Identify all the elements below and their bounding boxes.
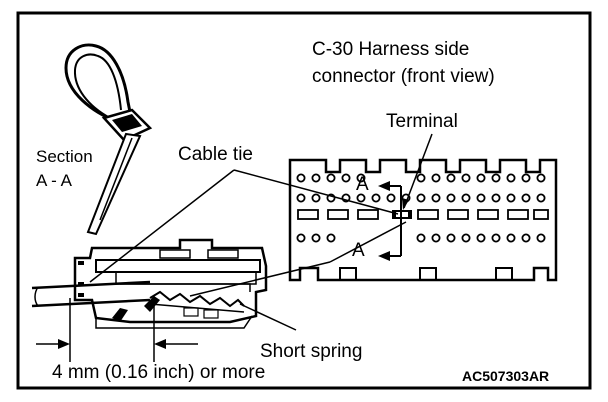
dimension-label: 4 mm (0.16 inch) or more xyxy=(52,362,265,383)
connector-title-line-2: connector (front view) xyxy=(312,66,495,87)
connector-front-view xyxy=(288,158,558,282)
section-label-line-2: A - A xyxy=(36,171,73,190)
short-spring-label: Short spring xyxy=(260,341,362,362)
cable-tie-label: Cable tie xyxy=(178,144,253,165)
figure-code: AC507303AR xyxy=(462,368,549,384)
section-mark-top: A xyxy=(356,174,369,195)
section-mark-bottom: A xyxy=(352,240,365,261)
connector-title-line-1: C-30 Harness side xyxy=(312,39,469,60)
leader-lines xyxy=(89,133,433,331)
harness-section-view xyxy=(31,238,268,329)
cable-tie-illustration xyxy=(64,43,153,236)
section-label-line-1: Section xyxy=(36,147,93,166)
dimension-marker xyxy=(36,298,198,362)
terminal-label: Terminal xyxy=(386,111,458,132)
